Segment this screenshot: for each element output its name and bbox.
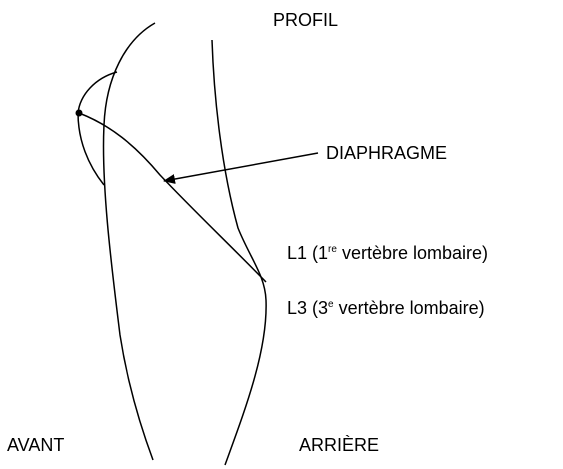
- l3-superscript: e: [328, 299, 334, 310]
- diaphragm-line: [78, 112, 267, 283]
- l1-suffix: vertèbre lombaire): [336, 243, 488, 263]
- sternum-point: [75, 109, 83, 117]
- back-label: ARRIÈRE: [299, 435, 380, 455]
- l3-suffix: vertèbre lombaire): [333, 298, 485, 318]
- profile-label: PROFIL: [273, 10, 339, 30]
- l1-prefix: L1 (1: [287, 243, 329, 263]
- l3-prefix: L3 (3: [287, 298, 329, 318]
- l1-superscript: re: [328, 244, 337, 255]
- front-body-outline: [102, 22, 156, 461]
- diaphragm-pointer-arrow: [163, 152, 319, 184]
- chest-outline: [77, 71, 118, 186]
- l1-vertebra-label: L1 (1re vertèbre lombaire): [287, 242, 488, 264]
- diaphragm-label: DIAPHRAGME: [326, 143, 448, 163]
- l3-vertebra-label: L3 (3e vertèbre lombaire): [287, 297, 485, 319]
- front-label: AVANT: [7, 435, 65, 455]
- back-body-outline: [211, 39, 267, 466]
